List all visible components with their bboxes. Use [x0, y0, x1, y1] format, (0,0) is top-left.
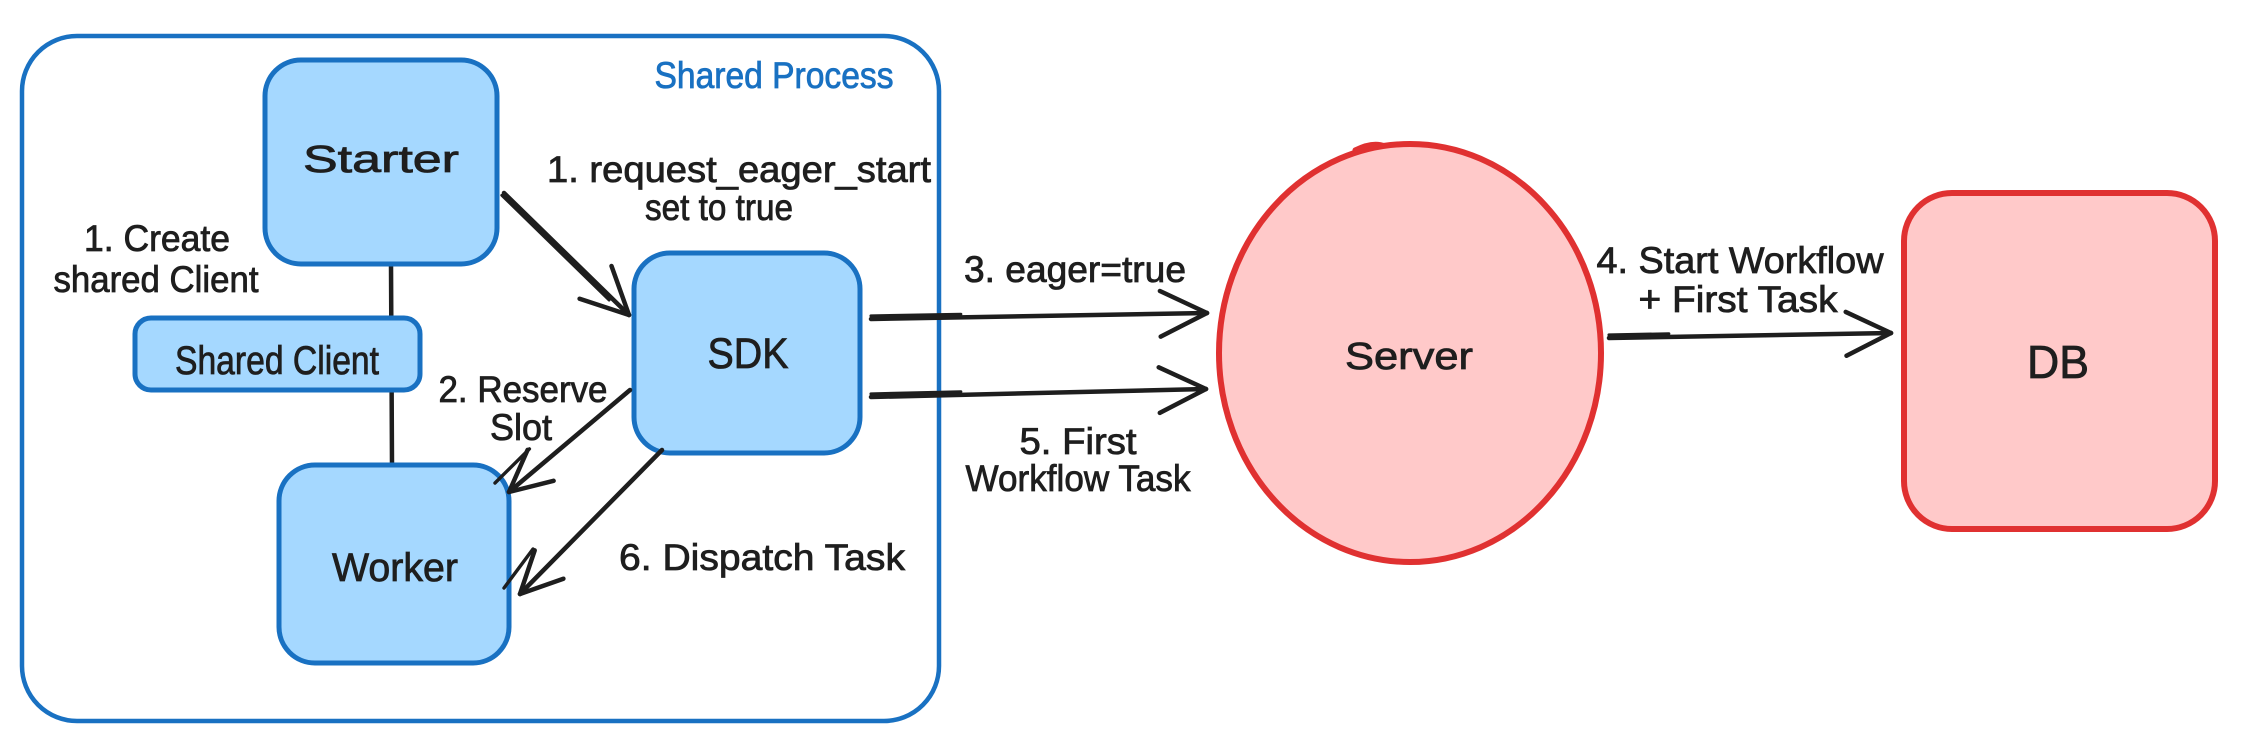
svg-text:4. Start Workflow: 4. Start Workflow [1597, 240, 1884, 281]
svg-text:Workflow Task: Workflow Task [966, 458, 1191, 499]
svg-text:Shared Client: Shared Client [175, 339, 379, 383]
svg-text:2. Reserve: 2. Reserve [439, 369, 608, 410]
svg-text:Worker: Worker [332, 546, 458, 590]
svg-text:Server: Server [1345, 336, 1473, 378]
svg-text:+ First Task: + First Task [1639, 279, 1839, 320]
svg-text:Slot: Slot [490, 407, 553, 448]
svg-text:set to true: set to true [645, 187, 793, 228]
svg-text:DB: DB [2027, 336, 2089, 388]
svg-text:6. Dispatch Task: 6. Dispatch Task [619, 537, 906, 578]
svg-text:Shared Process: Shared Process [655, 55, 894, 96]
svg-text:3. eager=true: 3. eager=true [964, 249, 1186, 290]
svg-text:1. request_eager_start: 1. request_eager_start [547, 149, 932, 190]
svg-text:shared Client: shared Client [54, 259, 260, 300]
svg-text:5. First: 5. First [1020, 421, 1138, 462]
svg-text:Starter: Starter [303, 139, 459, 181]
svg-text:1. Create: 1. Create [84, 218, 230, 259]
svg-text:SDK: SDK [708, 330, 789, 378]
